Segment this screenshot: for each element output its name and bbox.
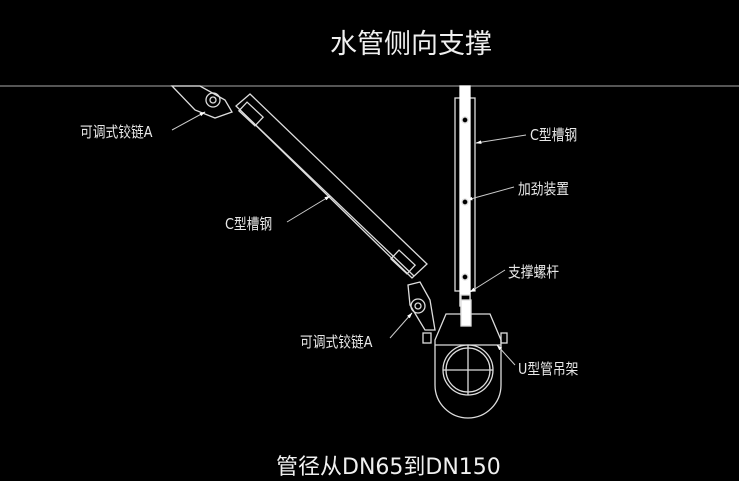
label-channel-vertical: C型槽钢 [530, 126, 578, 144]
label-stiffener: 加劲装置 [518, 180, 570, 198]
label-channel-diagonal: C型槽钢 [225, 215, 273, 233]
vertical-channel [454, 85, 476, 316]
top-hinge [170, 85, 233, 119]
label-u-hanger: U型管吊架 [518, 360, 579, 378]
label-support-rod: 支撑螺杆 [508, 263, 560, 281]
u-hanger [422, 299, 508, 419]
diagram-caption: 管径从DN65到DN150 [276, 455, 501, 480]
label-hinge-bottom: 可调式铰链A [300, 333, 373, 351]
diagonal-channel [235, 93, 428, 279]
bottom-hinge [407, 281, 436, 331]
label-hinge-top: 可调式铰链A [80, 123, 153, 141]
diagram-title: 水管侧向支撑 [330, 29, 492, 60]
